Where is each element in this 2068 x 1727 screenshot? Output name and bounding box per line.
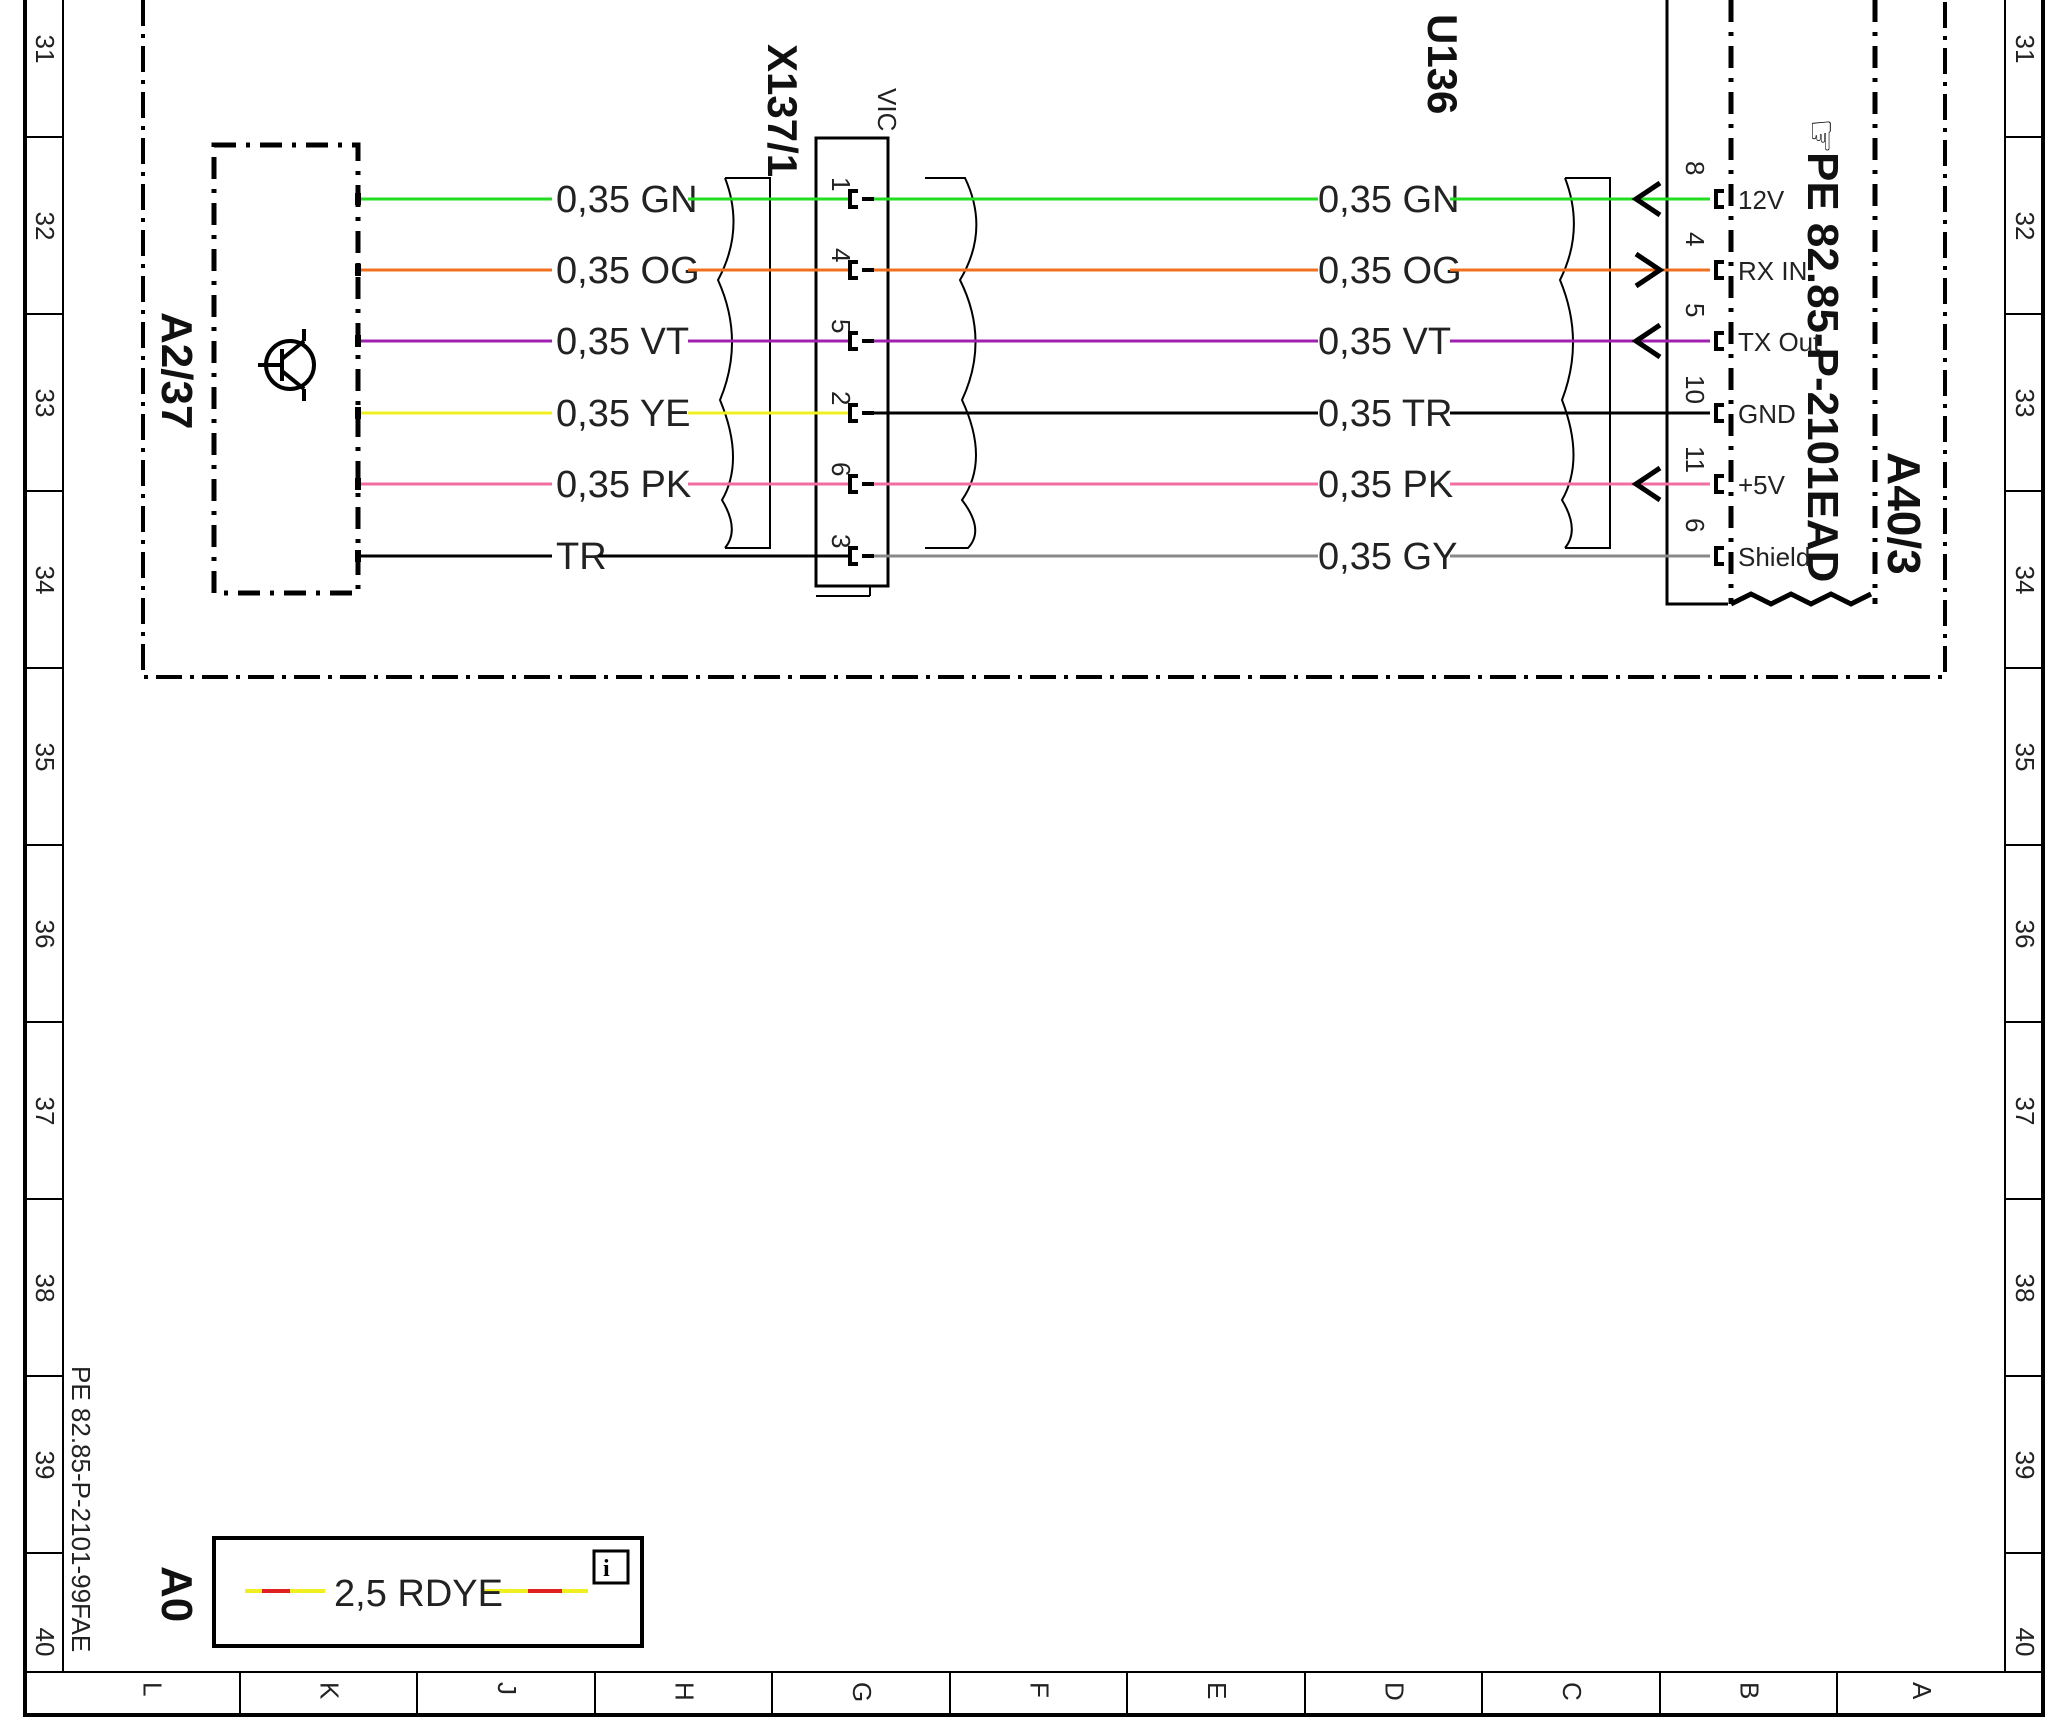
module-a2-37-label: A2/37 <box>152 312 201 429</box>
row-number-left: 31 <box>30 35 60 64</box>
legend-wire-label: 2,5 RDYE <box>334 1573 503 1615</box>
column-letter: A <box>1907 1682 1937 1700</box>
column-letter: K <box>315 1682 345 1700</box>
module-signal-label: Shield <box>1738 542 1810 572</box>
connector-pin-number: 3 <box>826 534 856 548</box>
column-letter: H <box>670 1682 700 1701</box>
row-number-right: 34 <box>2010 566 2040 595</box>
column-letter: D <box>1380 1682 1410 1701</box>
module-pin-number: 5 <box>1680 303 1710 317</box>
module-pin-number: 4 <box>1680 232 1710 246</box>
wire-left-label: 0,35 OG <box>556 250 700 292</box>
document-reference: PE 82.85-P-2101-99FAE <box>66 1366 96 1652</box>
wire-left-label: 0,35 YE <box>556 393 691 435</box>
row-number-left: 37 <box>30 1097 60 1126</box>
wire-left-label: 0,35 GN <box>556 179 698 221</box>
connector-pin-number: 4 <box>826 248 856 262</box>
column-letter: J <box>492 1682 522 1695</box>
drawing-frame <box>23 0 2045 1717</box>
input-arrow-icon <box>1631 180 1662 218</box>
row-number-right: 32 <box>2010 212 2040 241</box>
wire-row: 0,35 OG 4 0,35 OG 4 RX IN <box>355 232 1807 292</box>
module-signal-label: TX Out <box>1738 327 1821 357</box>
column-letter: L <box>138 1682 168 1696</box>
transistor-icon <box>258 329 316 401</box>
connector-pin-number: 5 <box>826 319 856 333</box>
row-number-left: 35 <box>30 743 60 772</box>
column-letter: E <box>1202 1682 1232 1699</box>
module-a40-3-label: A40/3 <box>1878 452 1930 575</box>
row-number-left: 38 <box>30 1274 60 1303</box>
module-signal-label: +5V <box>1738 470 1786 500</box>
wire-right-label: 0,35 GN <box>1318 179 1460 221</box>
module-pin-number: 8 <box>1680 161 1710 175</box>
row-number-left: 39 <box>30 1451 60 1480</box>
wire-right-label: 0,35 OG <box>1318 250 1462 292</box>
connector-x137-housing <box>814 136 890 588</box>
wire-right-label: 0,35 GY <box>1318 536 1457 578</box>
row-number-left: 34 <box>30 566 60 595</box>
module-a40-3-bracket <box>1665 0 1728 606</box>
harness-u136-label: U136 <box>1419 14 1466 114</box>
row-number-right: 35 <box>2010 743 2040 772</box>
legend-module-label: A0 <box>152 1566 201 1622</box>
row-number-right: 38 <box>2010 1274 2040 1303</box>
module-break-line <box>1729 591 1873 607</box>
wire-row: 0,35 PK 6 0,35 PK 11 +5V <box>355 446 1786 506</box>
row-number-right: 31 <box>2010 35 2040 64</box>
row-number-right: 39 <box>2010 1451 2040 1480</box>
input-arrow-icon <box>1631 322 1662 360</box>
harness-boundary <box>141 0 1947 679</box>
module-signal-label: GND <box>1738 399 1796 429</box>
svg-text:i: i <box>603 1556 610 1582</box>
row-number-right: 36 <box>2010 920 2040 949</box>
row-number-left: 33 <box>30 389 60 418</box>
connector-pin-number: 2 <box>826 391 856 405</box>
row-number-right: 40 <box>2010 1628 2040 1657</box>
column-letter: F <box>1025 1682 1055 1698</box>
info-icon: i <box>592 1549 630 1585</box>
column-letter: G <box>847 1682 877 1702</box>
row-number-left: 32 <box>30 212 60 241</box>
module-signal-label: RX IN <box>1738 256 1807 286</box>
module-signal-label: 12V <box>1738 185 1785 215</box>
module-pin-number: 10 <box>1680 375 1710 404</box>
row-number-right: 33 <box>2010 389 2040 418</box>
wire-right-label: 0,35 PK <box>1318 464 1453 506</box>
wire-left-label: 0,35 PK <box>556 464 691 506</box>
module-pin-number: 11 <box>1680 446 1710 473</box>
output-arrow-icon <box>1634 251 1665 289</box>
row-number-left: 36 <box>30 920 60 949</box>
connector-x137-label: X137/1 <box>759 44 806 177</box>
legend-box <box>212 1536 644 1648</box>
row-number-right: 37 <box>2010 1097 2040 1126</box>
column-letter: C <box>1557 1682 1587 1701</box>
wire-left-label: 0,35 VT <box>556 321 689 363</box>
input-arrow-icon <box>1631 465 1662 503</box>
wire-row: 0,35 GN 1 0,35 GN 8 12V <box>355 161 1785 221</box>
connector-vic-label: VIC <box>872 88 902 131</box>
connector-pin-number: 6 <box>826 462 856 476</box>
wire-row: 0,35 VT 5 0,35 VT 5 TX Out <box>355 303 1821 363</box>
hand-pointer-icon: ☞ <box>1799 118 1843 154</box>
module-a40-3-ref: PE 82.85-P-2101EAD <box>1798 152 1847 582</box>
column-letter: B <box>1735 1682 1765 1699</box>
module-a2-37-box <box>211 142 361 596</box>
row-number-left: 40 <box>30 1628 60 1657</box>
wire-right-label: 0,35 TR <box>1318 393 1452 435</box>
module-pin-number: 6 <box>1680 518 1710 532</box>
wire-right-label: 0,35 VT <box>1318 321 1451 363</box>
connector-pin-number: 1 <box>826 177 856 191</box>
